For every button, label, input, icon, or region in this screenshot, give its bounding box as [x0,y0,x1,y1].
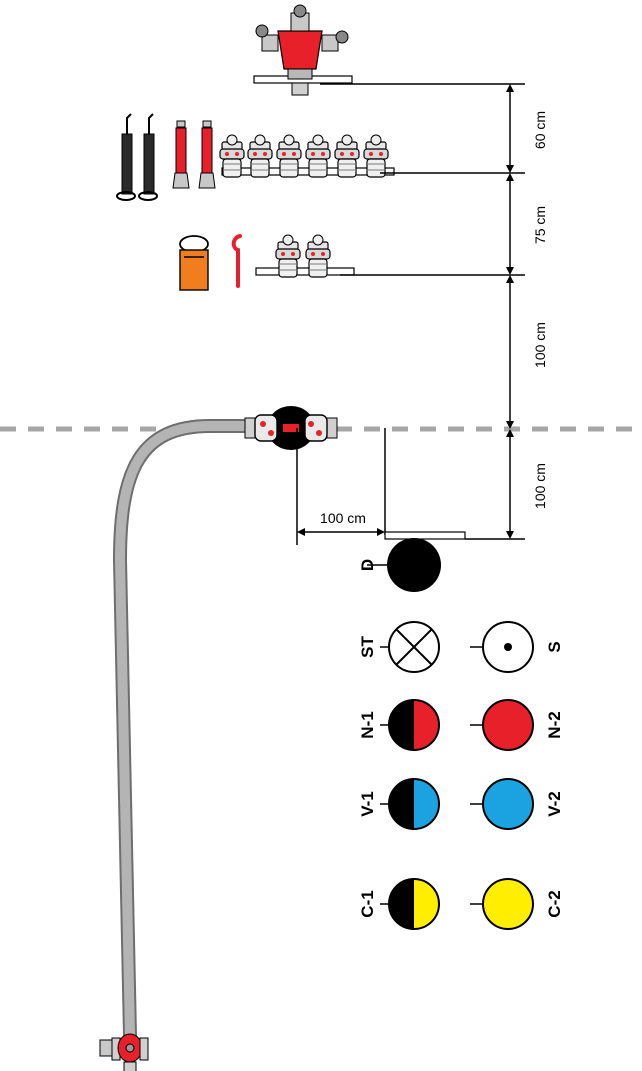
legend-v1: V-1 [358,778,440,830]
legend-v2: V-2 [470,778,564,830]
coupling-board [221,167,395,176]
svg-text:ST: ST [358,636,377,658]
hose-line [112,419,257,1042]
legend-st: ST [358,621,440,673]
svg-text:C-2: C-2 [545,890,564,917]
dimension-100-lower: 100 cm [506,429,548,539]
svg-text:100 cm: 100 cm [320,510,366,526]
dimension-75: 75 cm [506,173,548,275]
legend-n2: N-2 [470,699,564,751]
branch-nozzle-icon [172,120,216,189]
svg-text:100 cm: 100 cm [532,322,548,368]
svg-text:N-1: N-1 [358,711,377,738]
hose-bag-icon [179,235,209,291]
legend-d: D [358,538,441,592]
legend-c1: C-1 [358,878,440,930]
svg-text:N-2: N-2 [545,711,564,738]
svg-text:D: D [358,559,377,571]
hose-coupling-key-icon [116,113,158,201]
legend-s: S [470,621,564,673]
dimension-60: 60 cm [506,84,548,173]
dividing-breeching-icon [244,406,338,450]
legend-n1: N-1 [358,699,440,751]
dimension-100-horizontal: 100 cm [297,510,385,536]
spanner-icon [231,234,242,288]
legend-c2: C-2 [470,878,564,930]
dimension-100-upper: 100 cm [506,275,548,429]
pump-coupling-icon [99,1033,149,1071]
svg-text:100 cm: 100 cm [532,463,548,509]
coupling-board-2 [255,267,355,276]
hydrant-distributor-icon [253,4,353,96]
svg-text:60 cm: 60 cm [532,111,548,149]
svg-text:75 cm: 75 cm [532,206,548,244]
svg-text:S: S [545,641,564,652]
baseline-board [384,531,466,540]
svg-text:V-1: V-1 [358,791,377,817]
svg-text:C-1: C-1 [358,890,377,917]
svg-text:V-2: V-2 [545,791,564,817]
